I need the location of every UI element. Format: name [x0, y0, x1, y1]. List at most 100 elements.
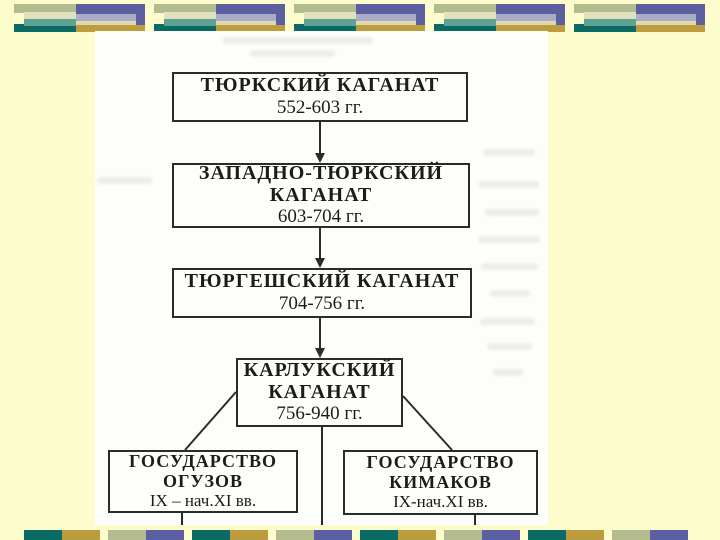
- decorative-stripe: [24, 19, 76, 26]
- decorative-stripe: [416, 4, 425, 25]
- border-unit: [434, 4, 565, 32]
- box-title-line2: ОГУЗОВ: [163, 470, 243, 491]
- decorative-stripe: [444, 19, 496, 26]
- border-unit: [14, 4, 145, 32]
- box-dates: IX – нач.XI вв.: [149, 491, 257, 511]
- decorative-stripe: [154, 4, 216, 13]
- decorative-stripe: [356, 25, 425, 32]
- decorative-stripe: [496, 21, 557, 26]
- decorative-segment: [566, 530, 604, 540]
- box-title: ГОСУДАРСТВО: [129, 451, 277, 472]
- decorative-stripe: [276, 4, 285, 25]
- decorative-stripe: [154, 24, 216, 32]
- bleedthrough-smudge: [490, 290, 530, 297]
- scanned-diagram-area: ТЮРКСКИЙ КАГАНАТ 552-603 гг. ЗАПАДНО-ТЮР…: [95, 31, 548, 525]
- connector-box4-oguz: [184, 391, 237, 451]
- bleedthrough-smudge: [480, 318, 535, 325]
- box-dates: 756-940 гг.: [276, 403, 363, 425]
- flowchart-connectors: [181, 122, 476, 525]
- decorative-stripe: [696, 4, 705, 25]
- decorative-stripe: [14, 24, 76, 32]
- decorative-stripe: [136, 4, 145, 25]
- box-title-line2: КАГАНАТ: [268, 380, 371, 403]
- decorative-segment: [612, 530, 650, 540]
- decorative-stripe: [574, 24, 636, 32]
- decorative-stripe: [444, 12, 496, 19]
- decorative-stripe: [304, 19, 356, 26]
- decorative-stripe: [356, 4, 425, 14]
- decorative-stripe: [496, 4, 565, 14]
- decorative-segment: [650, 530, 688, 540]
- box-gosudarstvo-oguzov: ГОСУДАРСТВО ОГУЗОВ IX – нач.XI вв.: [108, 450, 298, 513]
- decorative-segment: [192, 530, 230, 540]
- decorative-stripe: [76, 4, 145, 14]
- border-unit: [294, 4, 425, 32]
- bleedthrough-smudge: [493, 369, 523, 376]
- decorative-stripe: [164, 12, 216, 19]
- decorative-stripe: [76, 14, 137, 21]
- decorative-stripe: [304, 12, 356, 19]
- decorative-stripe: [636, 21, 697, 26]
- decorative-stripe: [574, 4, 636, 13]
- decorative-segment: [146, 530, 184, 540]
- bleedthrough-smudge: [223, 37, 373, 44]
- arrowhead-box4: [315, 348, 325, 358]
- box-title-line2: КИМАКОВ: [389, 471, 492, 492]
- arrowhead-box2: [315, 153, 325, 163]
- bleedthrough-smudge: [483, 149, 535, 156]
- decorative-segment: [276, 530, 314, 540]
- decorative-stripe: [584, 12, 636, 19]
- connector-box4-kimak: [402, 395, 453, 451]
- decorative-gap: [352, 530, 360, 540]
- decorative-segment: [62, 530, 100, 540]
- box-dates: 704-756 гг.: [278, 292, 366, 314]
- decorative-stripe: [636, 25, 705, 32]
- decorative-segment: [230, 530, 268, 540]
- box-title: ТЮРГЕШСКИЙ КАГАНАТ: [184, 270, 460, 293]
- box-title: КАРЛУКСКИЙ: [243, 358, 396, 381]
- arrowhead-box3: [315, 258, 325, 268]
- decorative-stripe: [434, 24, 496, 32]
- box-tyurk-kaganat: ТЮРКСКИЙ КАГАНАТ 552-603 гг.: [172, 72, 468, 122]
- decorative-stripe: [356, 21, 417, 26]
- top-border-decoration: [14, 4, 705, 32]
- decorative-stripe: [434, 4, 496, 13]
- decorative-stripe: [216, 14, 277, 21]
- decorative-gap: [436, 530, 444, 540]
- decorative-stripe: [164, 19, 216, 26]
- decorative-stripe: [216, 21, 277, 26]
- decorative-segment: [444, 530, 482, 540]
- decorative-stripe: [294, 4, 356, 13]
- decorative-stripe: [636, 14, 697, 21]
- box-title: ТЮРКСКИЙ КАГАНАТ: [200, 74, 440, 97]
- box-zapadno-tyurk-kaganat: ЗАПАДНО-ТЮРКСКИЙ КАГАНАТ 603-704 гг.: [172, 161, 470, 228]
- decorative-segment: [360, 530, 398, 540]
- decorative-segment: [482, 530, 520, 540]
- box-karluk-kaganat: КАРЛУКСКИЙ КАГАНАТ 756-940 гг.: [236, 358, 403, 427]
- box-title: ГОСУДАРСТВО: [366, 452, 515, 473]
- decorative-gap: [520, 530, 528, 540]
- decorative-gap: [184, 530, 192, 540]
- decorative-gap: [604, 530, 612, 540]
- box-title: ЗАПАДНО-ТЮРКСКИЙ: [198, 161, 444, 184]
- box-dates: IX-нач.XI вв.: [393, 492, 488, 512]
- decorative-segment: [24, 530, 62, 540]
- decorative-gap: [100, 530, 108, 540]
- decorative-stripe: [356, 14, 417, 21]
- bottom-border-decoration: [24, 530, 688, 540]
- bleedthrough-smudge: [97, 177, 152, 184]
- decorative-stripe: [584, 19, 636, 26]
- bleedthrough-smudge: [485, 209, 539, 216]
- bleedthrough-smudge: [481, 263, 538, 270]
- bleedthrough-smudge: [478, 236, 540, 243]
- decorative-segment: [398, 530, 436, 540]
- box-title-line2: КАГАНАТ: [269, 183, 373, 206]
- bleedthrough-smudge: [479, 181, 539, 188]
- decorative-segment: [528, 530, 566, 540]
- bleedthrough-smudge: [250, 50, 335, 57]
- border-unit: [154, 4, 285, 32]
- box-dates: 603-704 гг.: [277, 206, 365, 228]
- decorative-stripe: [496, 14, 557, 21]
- decorative-stripe: [556, 4, 565, 25]
